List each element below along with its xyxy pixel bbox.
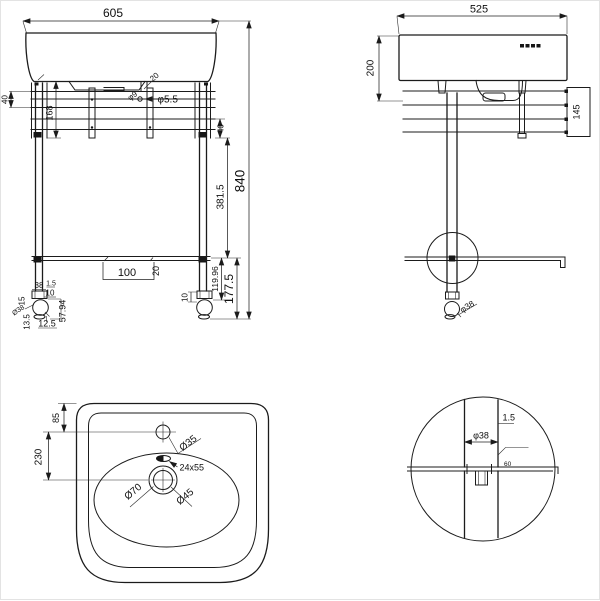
overflow-box [482,92,506,102]
drain-outer [148,465,178,495]
front-dim-bar-length: 100 [118,267,136,279]
basin-side-outline [398,34,568,82]
rail-hole [137,96,143,102]
basin-plan-outer [75,402,270,584]
plan-view: Ø35 24x55 Ø70 Ø45 85 230 [34,402,270,584]
wall-bracket [566,87,591,137]
plan-dim-drain-outer: Ø70 [123,482,145,503]
leg-side [446,92,458,293]
front-dim-bar-height: 20 [151,266,161,276]
front-dim-height: 840 [233,170,248,193]
crossbar [31,256,211,261]
front-dim-foot-assembly: 177.5 [222,274,236,304]
basin-underside-detail [68,80,148,92]
side-dim-depth: 525 [470,4,488,16]
detail-dim-wall: 1.5 [503,413,516,423]
front-dim-rail-gap: 40 [1,95,10,104]
detail-bar [407,466,559,474]
detail-circle [410,396,556,542]
plan-dim-faucet-dia: Ø35 [178,433,200,454]
shelf-bar [404,256,566,268]
front-dim-foot-side: 15 [18,296,27,305]
pipe-lower [463,470,499,539]
bowl-plan [93,452,240,548]
strut-left [88,87,96,139]
front-dim-clearance: 119.96 [210,266,220,292]
legs [34,82,208,292]
plan-dim-drain-off: 230 [34,448,45,465]
strut-right [146,87,154,139]
rear-bracket [519,92,525,134]
towel-rails [30,91,216,130]
side-foot [444,291,462,320]
front-dim-foot-top: 38 [35,281,44,290]
detail-callout-circle [426,232,479,284]
front-dim-foot-inset: 10 [181,293,190,302]
plan-dim-drain-inner: Ø45 [175,487,197,508]
leg-brackets-side [437,79,527,94]
front-dim-foot-base: 12.5 [38,319,56,329]
pipe-clamp [475,470,488,486]
detail-dim-pipe: φ38 [473,431,489,441]
front-dim-foot-height: 57.94 [58,300,68,323]
front-dim-hole: φ5.5 [158,95,179,106]
front-dim-leg: 381.5 [216,184,227,209]
detail-dim-bar: 60 [504,461,512,468]
basin-front-outline [25,32,217,83]
basin-plan-inner [88,412,257,568]
towel-rails-side [402,90,568,133]
front-view: 100 20 605 40 168 20 φ9 φ5.5 40 381.5 84… [1,6,252,330]
side-dim-bracket: 145 [572,104,582,119]
front-dim-apron: 168 [45,105,55,120]
front-dim-width: 605 [103,6,123,20]
leg-plates [31,82,211,139]
front-dim-rail-height: 40 [217,124,226,133]
detail-view: φ38 1.5 60 [407,396,559,542]
front-dim-foot-drop: 13.5 [23,314,32,330]
front-left-foot [31,290,50,320]
plan-dim-overflow: 24x55 [180,463,205,473]
plan-dim-faucet-off: 85 [51,413,61,423]
side-view: 525 200 145 [366,4,591,320]
pipe-upper [463,398,499,468]
side-dim-basin-h: 200 [366,59,377,76]
front-dim-foot-lip: 1.5 [46,281,56,288]
front-dim-foot-off: 10 [46,289,55,298]
brand-logo-mark [520,44,541,48]
front-right-foot [196,290,213,320]
